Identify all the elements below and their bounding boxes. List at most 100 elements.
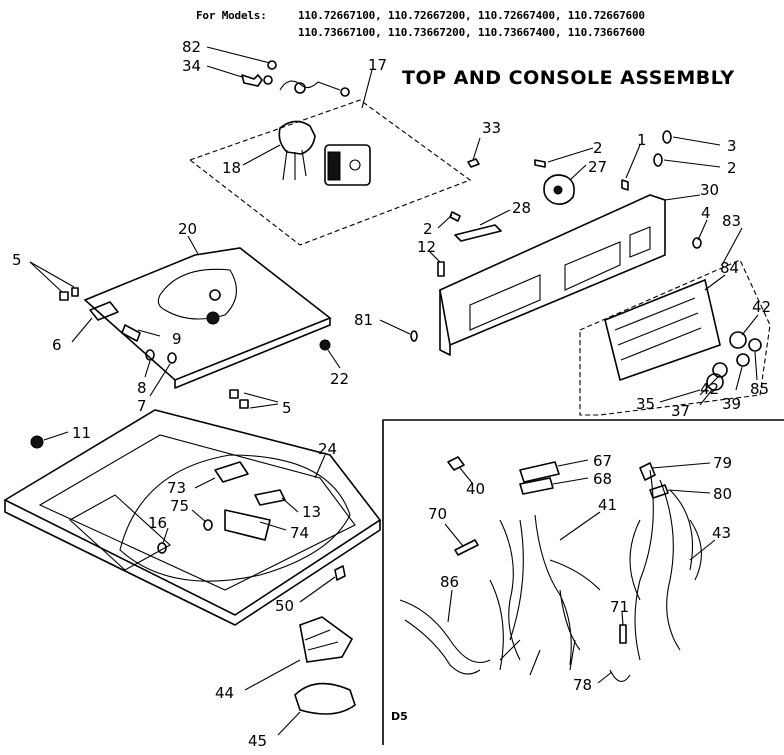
part-label-9: 9 xyxy=(172,330,182,348)
hinge-cover-44-lines xyxy=(304,629,339,651)
wire-86-a xyxy=(399,599,491,664)
knob-42b-shape xyxy=(712,362,728,378)
leader-42-bottom xyxy=(699,376,719,396)
leader-33 xyxy=(472,137,481,161)
part-number-labels: 82 34 17 18 33 2 27 1 3 2 30 28 2 12 4 8… xyxy=(12,38,771,750)
screw-3-shape xyxy=(662,130,672,144)
leader-7 xyxy=(149,363,171,397)
part-label-4: 4 xyxy=(701,204,711,222)
bracket-74-shape xyxy=(224,509,271,541)
washer-76-shape xyxy=(206,311,220,325)
clip-17b-shape xyxy=(340,87,350,97)
leader-24 xyxy=(314,454,326,479)
knob-85-shape xyxy=(748,338,762,352)
part-label-67: 67 xyxy=(593,452,612,470)
cabinet-top-inner-rim xyxy=(38,434,356,591)
models-line-1: 110.72667100, 110.72667200, 110.72667400… xyxy=(298,9,645,22)
wire-78-shape xyxy=(609,669,631,682)
part-label-68: 68 xyxy=(593,470,612,488)
console-knob-opening xyxy=(629,226,651,258)
part-label-5-bottom: 5 xyxy=(282,399,292,417)
plug-11-shape xyxy=(30,435,44,449)
washer-8-shape xyxy=(145,349,155,361)
part-label-2-right: 2 xyxy=(727,159,737,177)
part-label-42-top: 42 xyxy=(752,298,771,316)
part-label-70: 70 xyxy=(428,505,447,523)
leader-12 xyxy=(429,251,441,263)
leader-16 xyxy=(162,527,169,544)
harness-43-wires xyxy=(629,469,702,661)
screw-16-shape xyxy=(157,542,167,554)
part-label-71: 71 xyxy=(610,598,629,616)
part-label-33: 33 xyxy=(482,119,501,137)
leader-28 xyxy=(479,209,511,226)
bracket-18-shape xyxy=(278,120,316,155)
leader-70 xyxy=(444,523,464,547)
lid-underside-plate xyxy=(157,268,237,320)
knob-39-shape xyxy=(736,353,750,367)
hinge-cover-44-shape xyxy=(299,616,354,663)
leader-78 xyxy=(597,671,613,684)
terminal-block-67-shape xyxy=(519,461,560,483)
leader-43 xyxy=(689,539,716,561)
cabinet-top-24-edge xyxy=(4,500,381,626)
models-line-2: 110.73667100, 110.73667200, 110.73667400… xyxy=(298,26,645,39)
bracket-18-wires xyxy=(282,149,307,181)
part-label-43: 43 xyxy=(712,524,731,542)
clip-4-shape xyxy=(692,237,702,249)
part-label-41: 41 xyxy=(598,496,617,514)
connector-79-shape xyxy=(639,462,656,481)
part-label-50: 50 xyxy=(275,597,294,615)
spring-9-shape xyxy=(121,324,141,342)
screws-5-top-shape xyxy=(59,287,79,301)
part-label-79: 79 xyxy=(713,454,732,472)
part-label-74: 74 xyxy=(290,524,309,542)
harness-41-wires xyxy=(489,514,601,676)
part-label-3: 3 xyxy=(727,137,737,155)
part-label-78: 78 xyxy=(573,676,592,694)
leader-79 xyxy=(651,462,711,469)
part-label-18: 18 xyxy=(222,159,241,177)
part-label-16: 16 xyxy=(148,514,167,532)
leader-18 xyxy=(242,144,281,166)
hinge-6-shape xyxy=(89,301,119,321)
leader-9 xyxy=(137,329,161,337)
leader-11 xyxy=(43,431,69,441)
terminal-block-68-shape xyxy=(519,477,554,495)
leader-41 xyxy=(559,511,601,541)
clip-17-shape xyxy=(294,82,306,94)
leader-45 xyxy=(277,711,301,736)
leader-80 xyxy=(667,489,711,494)
screw-75-shape xyxy=(203,519,213,531)
part-label-2-top: 2 xyxy=(593,139,603,157)
leader-27 xyxy=(569,164,587,181)
connector-70-shape xyxy=(454,539,479,556)
part-label-45: 45 xyxy=(248,732,267,750)
screw-2-left-shape xyxy=(449,211,461,222)
screws-5-bottom-shape xyxy=(229,389,249,409)
bracket-45-shape xyxy=(294,682,356,715)
part-label-24: 24 xyxy=(318,440,337,458)
harness-17-wire xyxy=(279,80,341,91)
part-label-20: 20 xyxy=(178,220,197,238)
part-label-44: 44 xyxy=(215,684,234,702)
switch-block-shape xyxy=(324,144,371,186)
part-label-7: 7 xyxy=(137,397,147,415)
screw-82-shape xyxy=(267,60,277,70)
leader-34 xyxy=(206,65,243,78)
leader-30 xyxy=(664,194,701,201)
page-code: D5 xyxy=(391,710,408,723)
lid-assembly xyxy=(59,247,332,409)
leader-75 xyxy=(191,509,207,523)
leader-5-bottom-a xyxy=(243,392,279,403)
leader-2-top xyxy=(547,147,594,163)
part-label-5-top: 5 xyxy=(12,251,22,269)
part-label-12: 12 xyxy=(417,238,436,256)
leader-35 xyxy=(659,389,701,403)
lid-20-shape xyxy=(83,247,332,381)
leader-44 xyxy=(244,659,301,691)
part-label-42-bottom: 42 xyxy=(700,380,719,398)
part-label-30: 30 xyxy=(700,181,719,199)
part-label-82: 82 xyxy=(182,38,201,56)
